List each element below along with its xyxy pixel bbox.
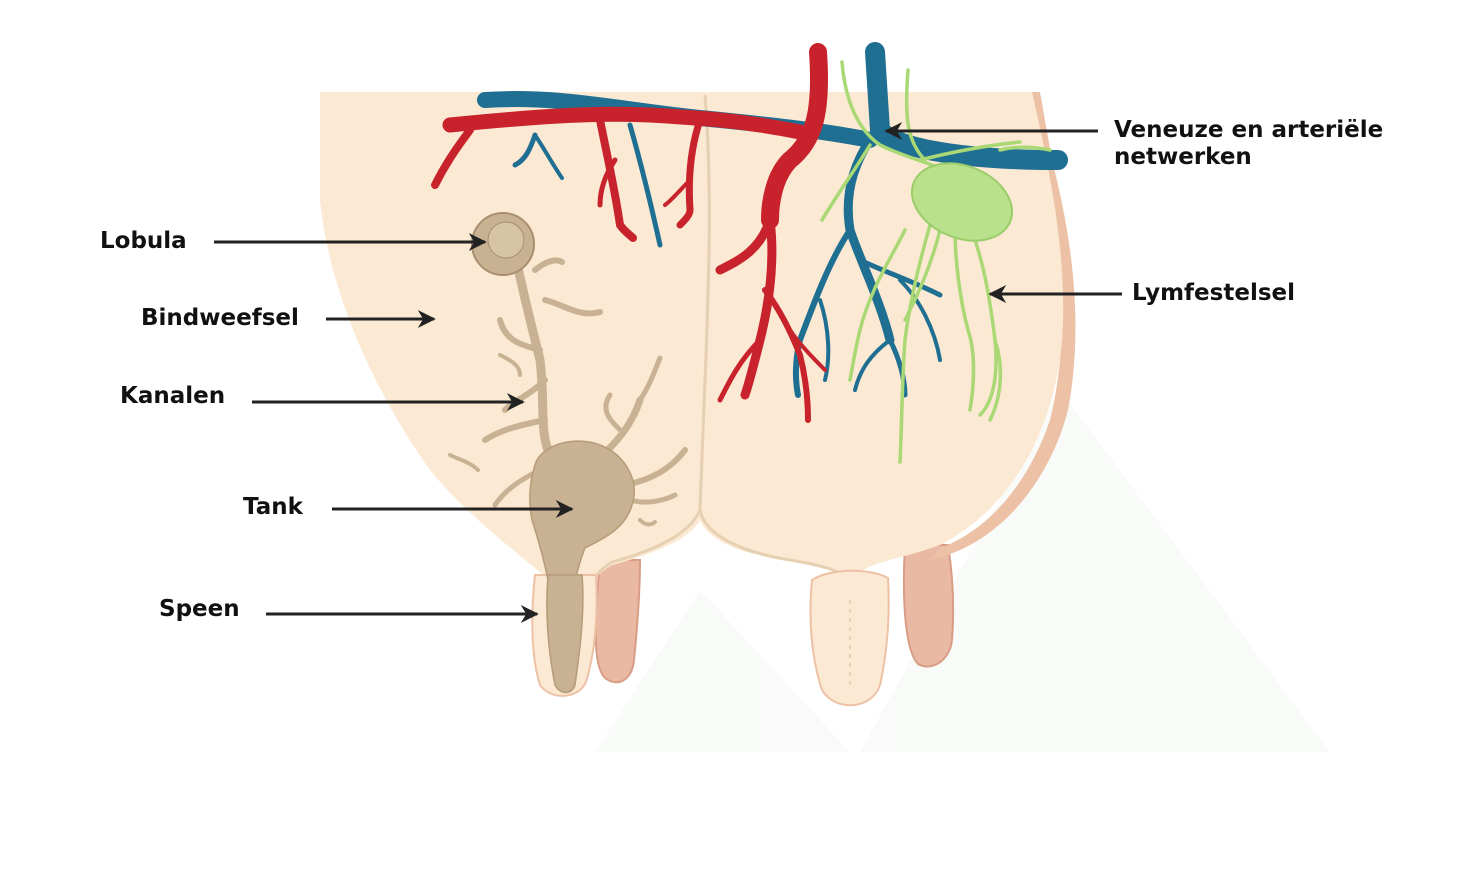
arterial-network: [431, 43, 829, 423]
pointer-arrows: [214, 122, 1122, 623]
background-shape: [595, 390, 1330, 752]
label-vessels-line1: Veneuze en arteriële: [1114, 117, 1384, 143]
label-vessels-line2: netwerken: [1114, 144, 1252, 170]
label-speen: Speen: [159, 596, 240, 622]
teat-canal: [546, 574, 584, 694]
lymphatic-system: [820, 60, 1052, 464]
lymph-node: [910, 162, 1014, 242]
label-tank: Tank: [243, 494, 303, 520]
rear-teats: [594, 544, 955, 684]
label-lymph: Lymfestelsel: [1132, 280, 1295, 306]
gland-cistern: [529, 440, 635, 581]
label-kanalen: Kanalen: [120, 383, 226, 409]
label-bindweefsel: Bindweefsel: [141, 305, 299, 331]
label-lobula: Lobula: [100, 228, 187, 254]
